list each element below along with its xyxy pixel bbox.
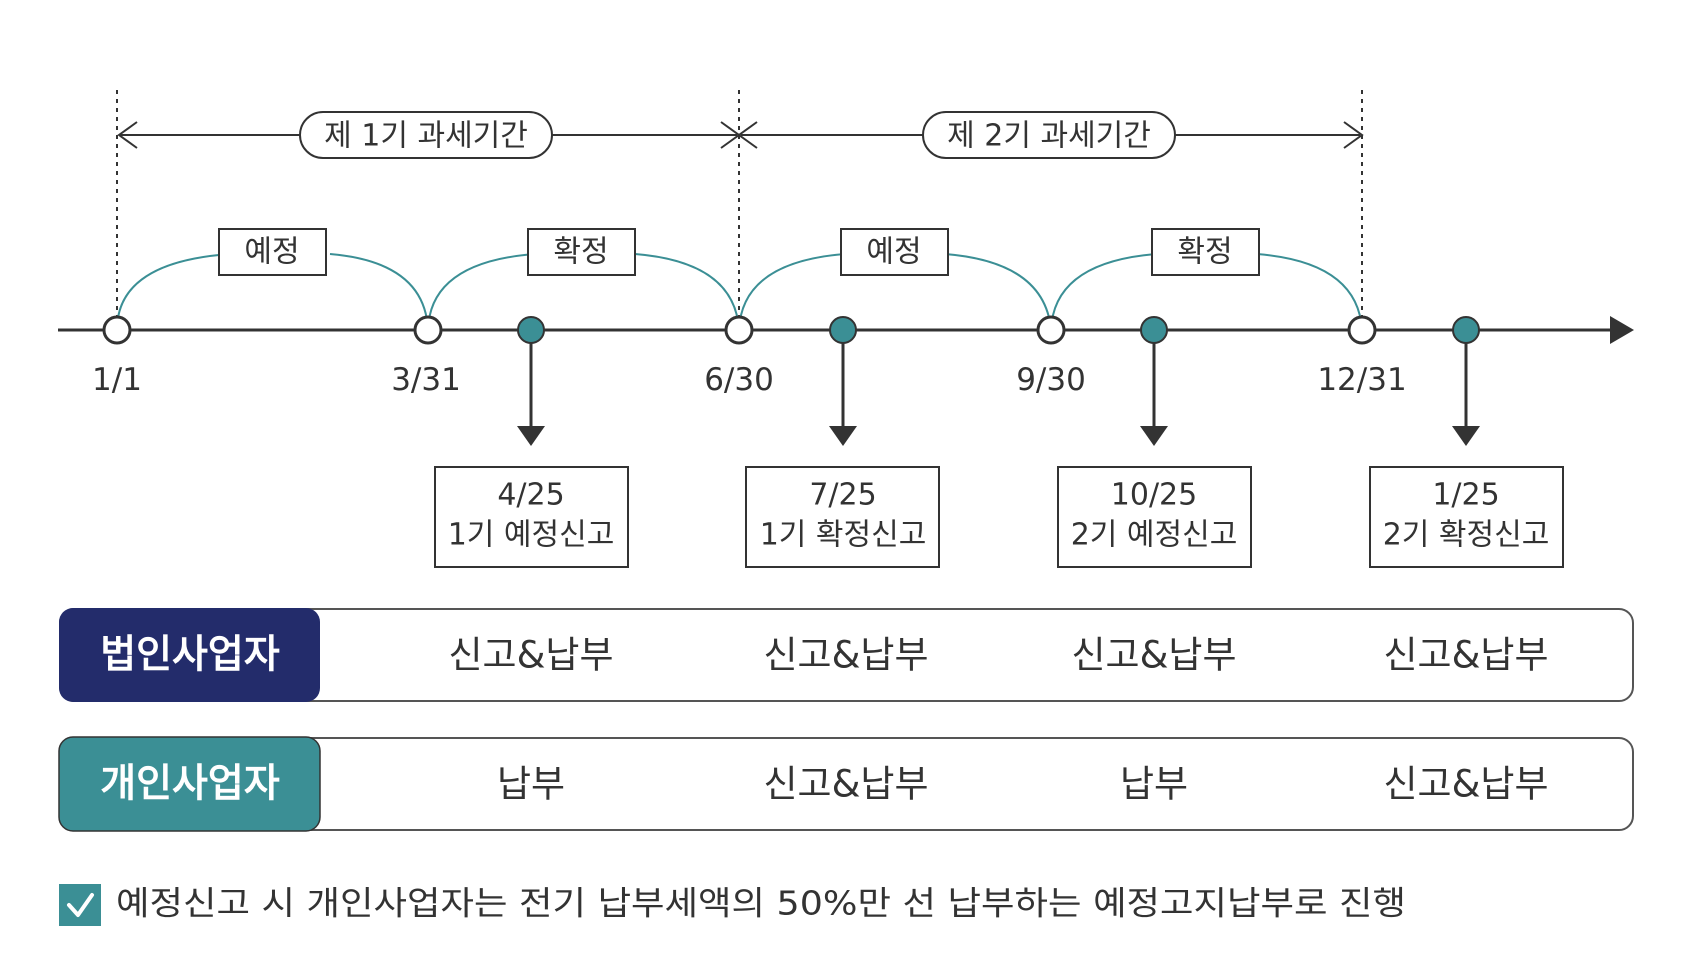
date-marker-jan1	[102, 315, 132, 345]
date-marker-sep30	[1036, 315, 1066, 345]
deadline-box-4: 1/25 2기 확정신고	[1369, 466, 1564, 568]
deadline-box-3: 10/25 2기 예정신고	[1057, 466, 1252, 568]
down-arrow-icon	[1452, 426, 1480, 446]
arc-label-2: 확정	[527, 228, 636, 276]
row-corporate-cell-2: 신고&납부	[763, 634, 928, 677]
period-label-2-text: 제 2기 과세기간	[947, 119, 1151, 154]
deadline-box-2: 7/25 1기 확정신고	[745, 466, 940, 568]
date-label-4: 9/30	[1016, 362, 1086, 398]
arc-label-1: 예정	[218, 228, 327, 276]
date-markers	[102, 315, 1377, 345]
row-individual-tag	[58, 736, 321, 832]
period-label-1-text: 제 1기 과세기간	[324, 119, 528, 154]
date-label-1: 1/1	[92, 362, 142, 398]
row-corporate-tag	[59, 608, 320, 702]
deadline-date-1: 4/25	[497, 478, 564, 513]
deadline-marker-4	[1452, 316, 1480, 446]
deadline-box-frame-2	[745, 466, 940, 568]
deadline-box-frame-1	[434, 466, 629, 568]
arrowhead-right-icon	[1343, 121, 1364, 149]
period-boundaries	[116, 90, 1363, 318]
row-corporate: 법인사업자 신고&납부 신고&납부 신고&납부 신고&납부	[59, 608, 1634, 702]
row-individual-cell-4: 신고&납부	[1383, 763, 1548, 806]
timeline-arrowhead-icon	[1610, 316, 1634, 344]
arc-1	[116, 253, 429, 331]
period-pill-2	[922, 111, 1176, 159]
deadline-label-4: 2기 확정신고	[1383, 518, 1550, 553]
period-label-2: 제 2기 과세기간	[922, 111, 1176, 159]
row-corporate-cell-4: 신고&납부	[1383, 634, 1548, 677]
date-labels: 1/1 3/31 6/30 9/30 12/31	[92, 362, 1407, 398]
row-individual-label: 개인사업자	[100, 762, 280, 807]
check-mark	[67, 893, 94, 917]
date-marker-mar31	[413, 315, 443, 345]
period-label-1: 제 1기 과세기간	[299, 111, 553, 159]
deadline-box-frame-3	[1057, 466, 1252, 568]
row-corporate-label: 법인사업자	[100, 633, 280, 678]
deadline-dot-3	[1140, 316, 1168, 344]
deadline-label-2: 1기 확정신고	[760, 518, 927, 553]
date-label-2: 3/31	[391, 362, 461, 398]
deadline-date-3: 10/25	[1111, 478, 1197, 513]
deadline-dot-2	[829, 316, 857, 344]
arc-label-4: 확정	[1151, 228, 1260, 276]
row-corporate-cell-3: 신고&납부	[1071, 634, 1236, 677]
deadline-box-1: 4/25 1기 예정신고	[434, 466, 629, 568]
arc-label-2-text: 확정	[553, 235, 608, 270]
down-arrow-icon	[517, 426, 545, 446]
deadline-label-1: 1기 예정신고	[448, 518, 615, 553]
deadline-box-frame-4	[1369, 466, 1564, 568]
footnote-text: 예정신고 시 개인사업자는 전기 납부세액의 50%만 선 납부하는 예정고지납…	[116, 884, 1406, 923]
stage-arcs	[116, 253, 1363, 331]
arc-2	[427, 253, 740, 331]
arc-3	[738, 253, 1052, 331]
arrowhead-mid-right-icon	[737, 121, 758, 149]
row-individual-cell-2: 신고&납부	[763, 763, 928, 806]
deadline-dot-4	[1452, 316, 1480, 344]
down-arrow-icon	[829, 426, 857, 446]
row-individual-cell-3: 납부	[1120, 763, 1188, 806]
date-marker-jun30	[724, 315, 754, 345]
deadline-marker-3	[1140, 316, 1168, 446]
deadline-marker-2	[829, 316, 857, 446]
footnote: 예정신고 시 개인사업자는 전기 납부세액의 50%만 선 납부하는 예정고지납…	[59, 884, 1406, 926]
period-pill-1	[299, 111, 553, 159]
deadline-date-2: 7/25	[809, 478, 876, 513]
date-marker-dec31	[1347, 315, 1377, 345]
arc-label-3-text: 예정	[866, 235, 921, 270]
row-corporate-cell-1: 신고&납부	[448, 634, 613, 677]
down-arrow-icon	[1140, 426, 1168, 446]
deadline-dot-1	[517, 316, 545, 344]
arc-label-box-3	[840, 228, 949, 276]
arrowhead-left-icon	[117, 121, 138, 149]
arc-label-box-2	[527, 228, 636, 276]
row-individual-cell-1: 납부	[497, 763, 565, 806]
date-label-5: 12/31	[1317, 362, 1406, 398]
date-label-3: 6/30	[704, 362, 774, 398]
arc-label-box-4	[1151, 228, 1260, 276]
arc-label-3: 예정	[840, 228, 949, 276]
row-individual: 개인사업자 납부 신고&납부 납부 신고&납부	[58, 736, 1634, 832]
arc-label-1-text: 예정	[244, 235, 299, 270]
deadline-date-4: 1/25	[1432, 478, 1499, 513]
deadline-label-3: 2기 예정신고	[1071, 518, 1238, 553]
arc-4	[1050, 253, 1363, 331]
check-icon	[59, 884, 101, 926]
deadline-marker-1	[517, 316, 545, 446]
arc-label-4-text: 확정	[1177, 235, 1232, 270]
arc-label-box-1	[218, 228, 327, 276]
